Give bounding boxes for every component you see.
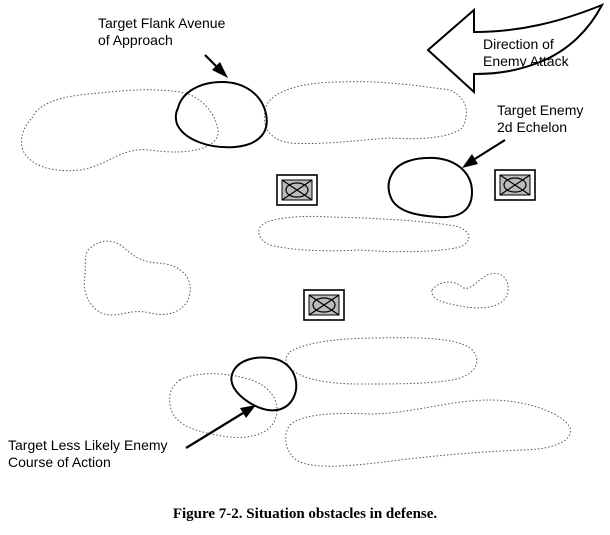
direction-arrow-icon — [426, 3, 605, 95]
pointer-arrow — [462, 139, 506, 168]
obstacle-symbol-icon — [276, 174, 318, 206]
pointer-arrow — [204, 54, 228, 78]
label-line: of Approach — [98, 32, 173, 48]
target-less-likely-course — [230, 356, 298, 412]
obstacle-symbol-icon — [303, 289, 345, 321]
terrain-area — [83, 240, 191, 316]
label-line: Enemy Attack — [483, 53, 569, 69]
terrain-area — [285, 337, 478, 385]
label-less-likely-course: Target Less Likely Enemy Course of Actio… — [8, 437, 168, 471]
terrain-area — [285, 399, 571, 467]
label-line: Target Less Likely Enemy — [8, 437, 168, 453]
label-enemy-2d-echelon: Target Enemy 2d Echelon — [497, 102, 583, 136]
label-line: Course of Action — [8, 454, 111, 470]
label-direction-attack: Direction of Enemy Attack — [483, 36, 569, 70]
label-flank-avenue: Target Flank Avenue of Approach — [98, 15, 225, 49]
target-flank-avenue — [174, 80, 268, 149]
label-line: Target Enemy — [497, 102, 584, 118]
label-line: Direction of — [483, 36, 554, 52]
terrain-area — [258, 215, 470, 253]
figure-caption: Figure 7-2. Situation obstacles in defen… — [172, 506, 438, 522]
obstacle-symbol-icon — [494, 169, 536, 201]
terrain-area — [431, 272, 509, 309]
terrain-area — [169, 373, 278, 438]
terrain-area — [263, 81, 467, 145]
label-line: Target Flank Avenue — [98, 15, 226, 31]
label-line: 2d Echelon — [497, 119, 568, 135]
target-enemy-2d-echelon — [387, 156, 474, 219]
pointer-arrow — [185, 405, 256, 449]
terrain-area — [21, 89, 219, 172]
